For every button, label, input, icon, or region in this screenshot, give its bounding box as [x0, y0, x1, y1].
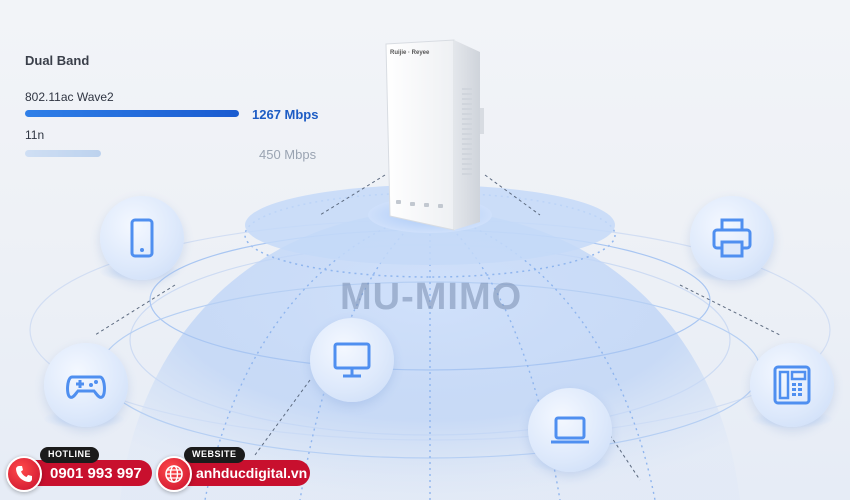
speed-n-value: 450 Mbps [259, 147, 317, 162]
desk-phone-icon [773, 365, 811, 405]
printer-icon [712, 218, 752, 258]
tablet-icon [130, 218, 154, 258]
monitor-icon [333, 342, 371, 378]
phone-badge [6, 456, 42, 492]
speed-bar-ac [25, 110, 239, 117]
standard-ac-label: 802.11ac Wave2 [25, 90, 114, 104]
speed-bar-n [25, 150, 101, 157]
access-point-device [385, 39, 484, 231]
globe-icon [165, 465, 183, 483]
client-laptop [528, 388, 612, 472]
client-gamepad [44, 343, 128, 427]
hotline-tag: HOTLINE [40, 447, 99, 463]
website-tag: WEBSITE [184, 447, 245, 463]
standard-n-label: 11n [25, 128, 45, 142]
gamepad-icon [66, 375, 106, 399]
device-brand-text: Ruijie · Reyee [390, 50, 430, 56]
client-desk-phone [750, 343, 834, 427]
phone-icon [16, 466, 32, 482]
client-printer [690, 196, 774, 280]
globe-badge [156, 456, 192, 492]
speed-ac-value: 1267 Mbps [252, 107, 319, 122]
mu-mimo-label: MU-MIMO [340, 276, 523, 318]
laptop-icon [551, 416, 589, 444]
client-tablet [100, 196, 184, 280]
band-title: Dual Band [25, 53, 90, 68]
website-url: anhducdigital.vn [196, 465, 308, 481]
hotline-number: 0901 993 997 [50, 464, 142, 482]
client-monitor [310, 318, 394, 402]
